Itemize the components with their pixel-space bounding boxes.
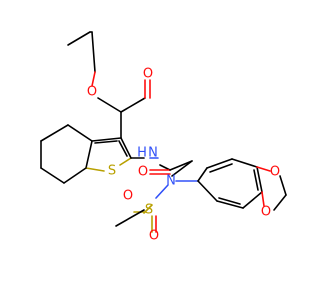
atom-s-thiophene: S	[108, 164, 116, 179]
atom-o-sulfonyl-1: O	[123, 189, 133, 204]
atom-n-amide: N	[148, 146, 158, 161]
ethyl-ester-bonds	[67, 31, 151, 139]
atom-labels: O O S N H O N S O O O O	[87, 67, 280, 244]
sulfonamide-bonds	[115, 160, 193, 233]
atom-n-sulfonamide: N	[166, 174, 176, 189]
atom-o-dioxole-2: O	[261, 205, 271, 220]
atom-o-amide: O	[138, 165, 148, 180]
atom-o-ester-carbonyl: O	[143, 67, 153, 82]
atom-o-sulfonyl-2: O	[149, 229, 159, 244]
bicyclic-core-bonds	[40, 124, 132, 184]
atom-o-ester-ether: O	[87, 85, 97, 100]
molecule-structure: O O S N H O N S O O O O	[40, 31, 287, 244]
atom-h-amide: H	[137, 146, 147, 161]
atom-s-sulfonyl: S	[145, 203, 153, 218]
atom-o-dioxole-1: O	[270, 165, 280, 180]
benzodioxole-bonds	[175, 158, 287, 211]
amide-linker-bonds	[130, 157, 193, 175]
